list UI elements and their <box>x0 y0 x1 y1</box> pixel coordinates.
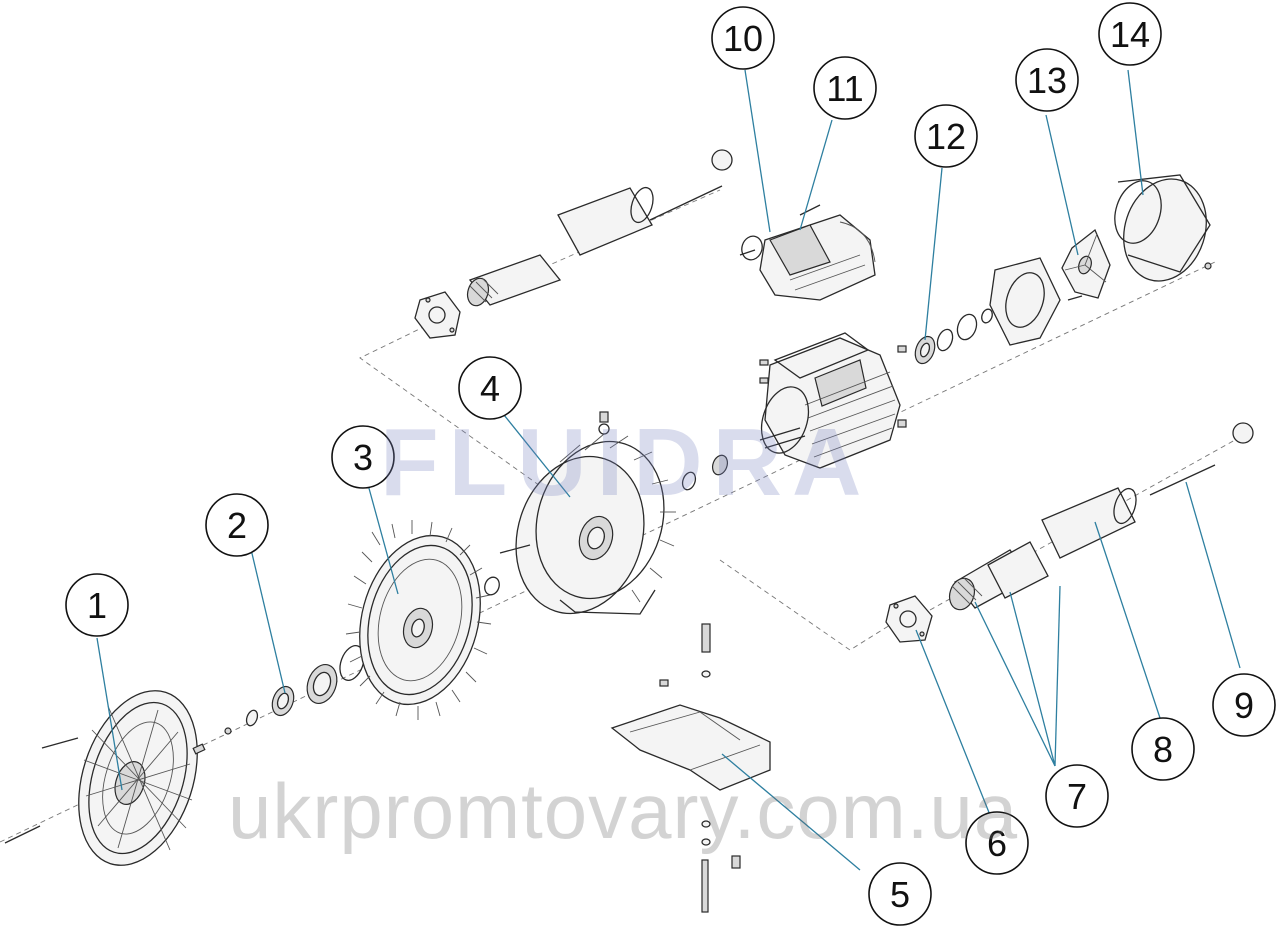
callout-label: 10 <box>723 18 763 59</box>
callout-label: 9 <box>1234 685 1254 726</box>
callout-label: 12 <box>926 116 966 157</box>
callout-11: 11 <box>813 56 877 120</box>
callout-label: 14 <box>1110 14 1150 55</box>
callout-14: 14 <box>1098 2 1162 66</box>
callout-4: 4 <box>458 356 522 420</box>
housing-cover <box>4 690 232 866</box>
rear-bearing <box>897 308 993 365</box>
cooling-fan <box>1061 228 1111 299</box>
flange-connector-lower <box>885 595 933 643</box>
pump-housing <box>484 411 729 615</box>
callout-label: 3 <box>353 437 373 478</box>
callout-3: 3 <box>331 425 395 489</box>
callout-label: 1 <box>87 585 107 626</box>
motor-assembly <box>739 204 876 301</box>
tube-cover-lower <box>1041 487 1137 559</box>
bearing-and-seal <box>245 645 365 727</box>
callout-label: 11 <box>826 68 863 109</box>
callout-1: 1 <box>65 573 129 637</box>
impeller <box>345 520 492 720</box>
callout-label: 13 <box>1027 60 1067 101</box>
motor-body <box>759 332 907 469</box>
tie-rod-lower <box>1149 422 1254 496</box>
callout-label: 4 <box>480 368 500 409</box>
callout-10: 10 <box>711 6 775 70</box>
callout-5: 5 <box>868 862 932 926</box>
watermark-brand: FLUIDRA <box>380 409 872 516</box>
callout-label: 7 <box>1067 776 1087 817</box>
rear-flange <box>989 257 1083 346</box>
callout-7: 7 <box>1045 764 1109 828</box>
fan-cowl <box>1114 174 1212 282</box>
mounting-bracket <box>610 623 771 913</box>
callout-6: 6 <box>965 811 1029 875</box>
callout-label: 6 <box>987 823 1007 864</box>
watermark-site: ukrpromtovary.com.ua <box>228 767 1019 855</box>
callout-8: 8 <box>1131 717 1195 781</box>
callout-label: 8 <box>1153 729 1173 770</box>
tube-cover-upper <box>557 149 733 256</box>
callout-12: 12 <box>914 104 978 168</box>
callout-2: 2 <box>205 493 269 557</box>
hose-sleeve-upper <box>466 254 562 307</box>
callout-13: 13 <box>1015 48 1079 112</box>
hose-sleeve-lower <box>948 541 1049 611</box>
callout-label: 5 <box>890 874 910 915</box>
callout-9: 9 <box>1212 673 1276 737</box>
flange-connector-upper <box>414 291 461 339</box>
callout-label: 2 <box>227 505 247 546</box>
leader-lines <box>96 69 1241 871</box>
